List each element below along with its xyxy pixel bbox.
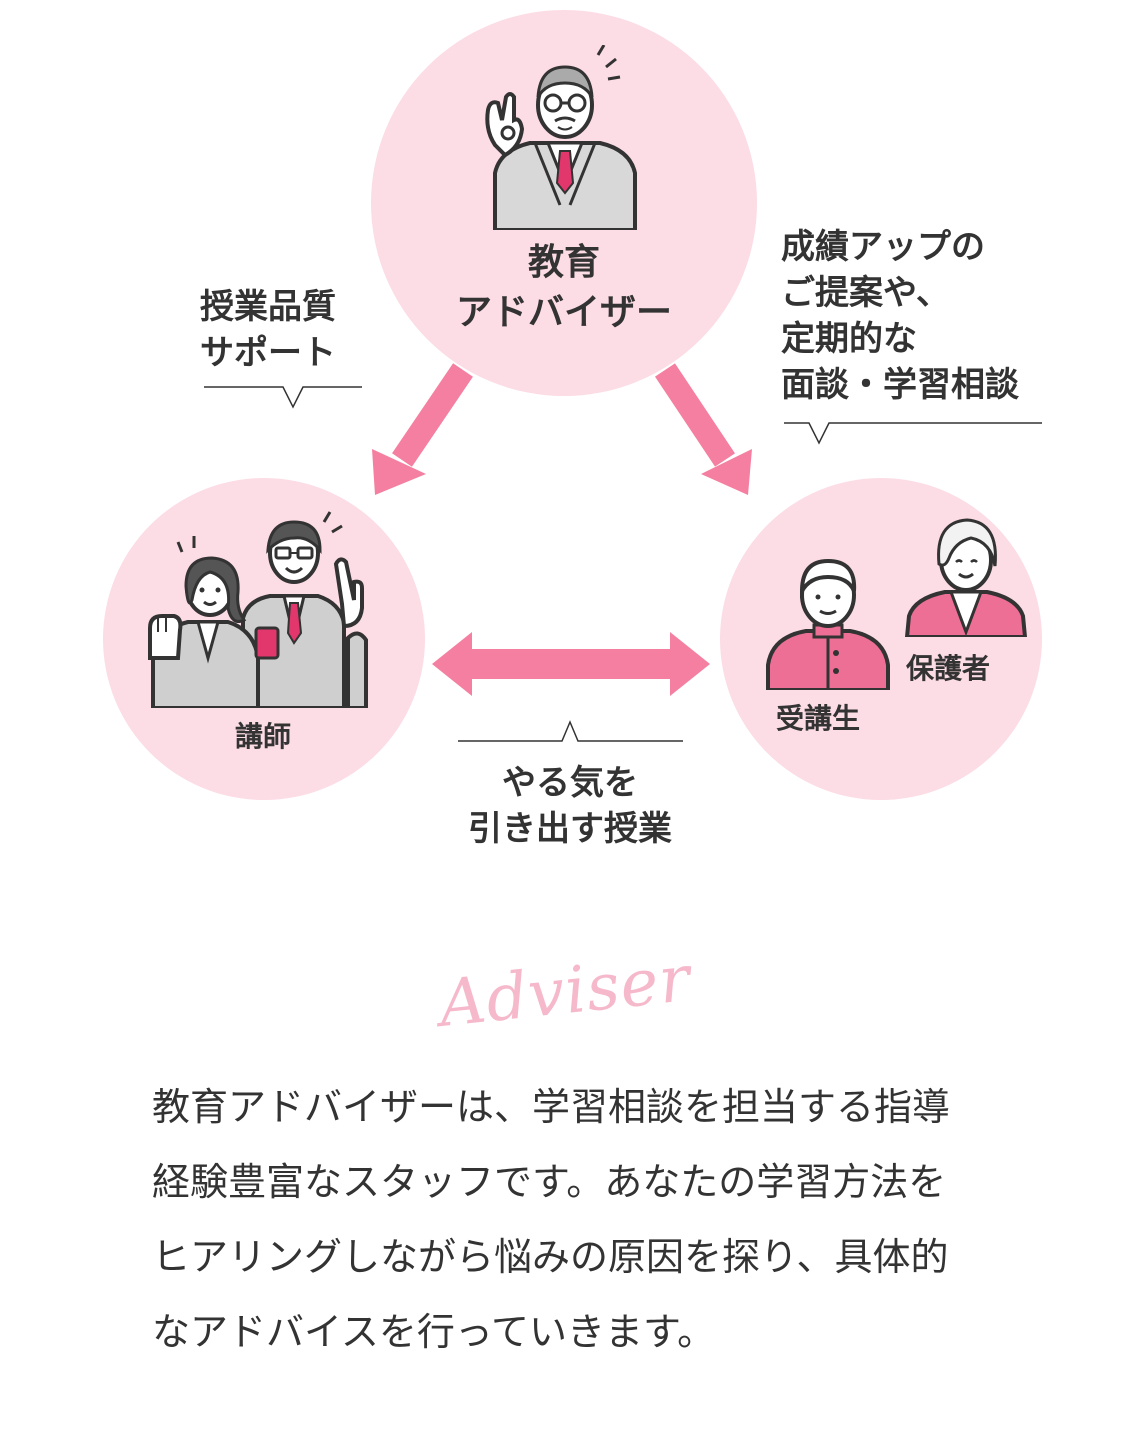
proposal-bubble: 成績アップの ご提案や、 定期的な 面談・学習相談 bbox=[781, 227, 1019, 405]
parent-illustration bbox=[905, 518, 1027, 637]
arrow-adviser-to-students bbox=[655, 363, 752, 495]
bubble-motivation-pointer bbox=[458, 720, 683, 742]
adviser-label: 教育 アドバイザー bbox=[455, 242, 672, 333]
motivation-bubble: やる気を 引き出す授業 bbox=[468, 763, 672, 849]
student-illustration bbox=[766, 558, 890, 690]
bubble-quality-pointer bbox=[204, 386, 362, 409]
adviser-description: 教育アドバイザーは、学習相談を担当する指導経験豊富なスタッフです。あなたの学習方… bbox=[152, 1085, 951, 1354]
teacher-illustration bbox=[148, 511, 368, 708]
arrow-adviser-to-teacher bbox=[372, 363, 473, 495]
bubble-proposal-pointer bbox=[784, 422, 1042, 445]
parent-label: 保護者 bbox=[906, 652, 991, 685]
quality-support-bubble: 授業品質 サポート bbox=[200, 287, 336, 373]
adviser-illustration bbox=[485, 45, 637, 230]
arrow-teacher-students bbox=[432, 632, 710, 696]
student-label: 受講生 bbox=[776, 702, 861, 735]
teacher-label: 講師 bbox=[234, 720, 291, 753]
